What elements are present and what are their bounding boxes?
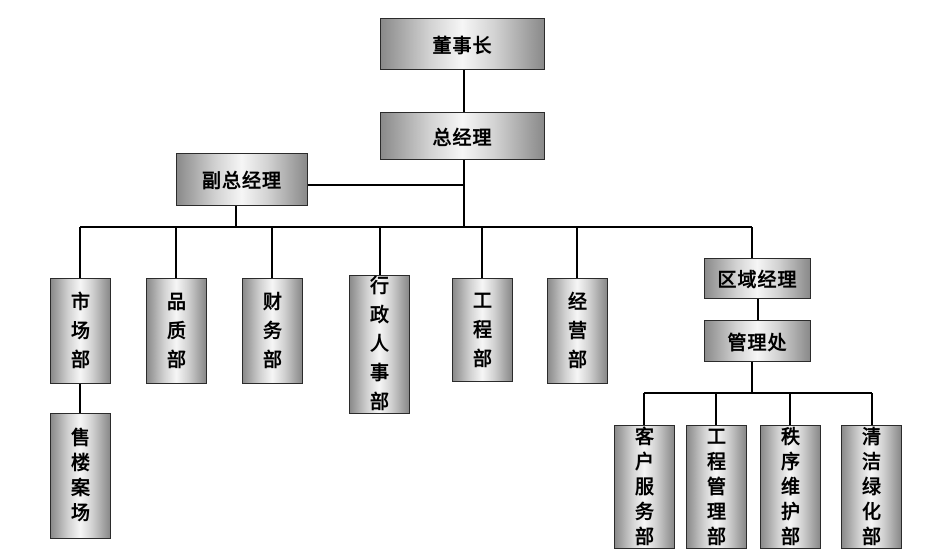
sales-office-box: 售楼案场 — [50, 413, 111, 539]
engineering-mgmt-dept-box: 工程管理部 — [686, 425, 747, 549]
regional-manager-box: 区域经理 — [704, 258, 811, 299]
marketing-dept-box: 市场部 — [50, 278, 111, 384]
quality-dept-box: 品质部 — [146, 278, 207, 384]
customer-service-dept-box: 客户服务部 — [614, 425, 675, 549]
cleaning-greening-dept-box: 清洁绿化部 — [841, 425, 902, 549]
engineering-dept-box: 工程部 — [452, 278, 513, 382]
management-office-box: 管理处 — [704, 320, 811, 362]
operations-dept-box: 经营部 — [547, 278, 608, 384]
chairman-box: 董事长 — [380, 18, 545, 70]
deputy-general-manager-box: 副总经理 — [176, 153, 308, 206]
finance-dept-box: 财务部 — [242, 278, 303, 384]
general-manager-box: 总经理 — [380, 112, 545, 160]
admin-hr-dept-box: 行政人事部 — [349, 275, 410, 414]
order-maintenance-dept-box: 秩序维护部 — [760, 425, 821, 549]
